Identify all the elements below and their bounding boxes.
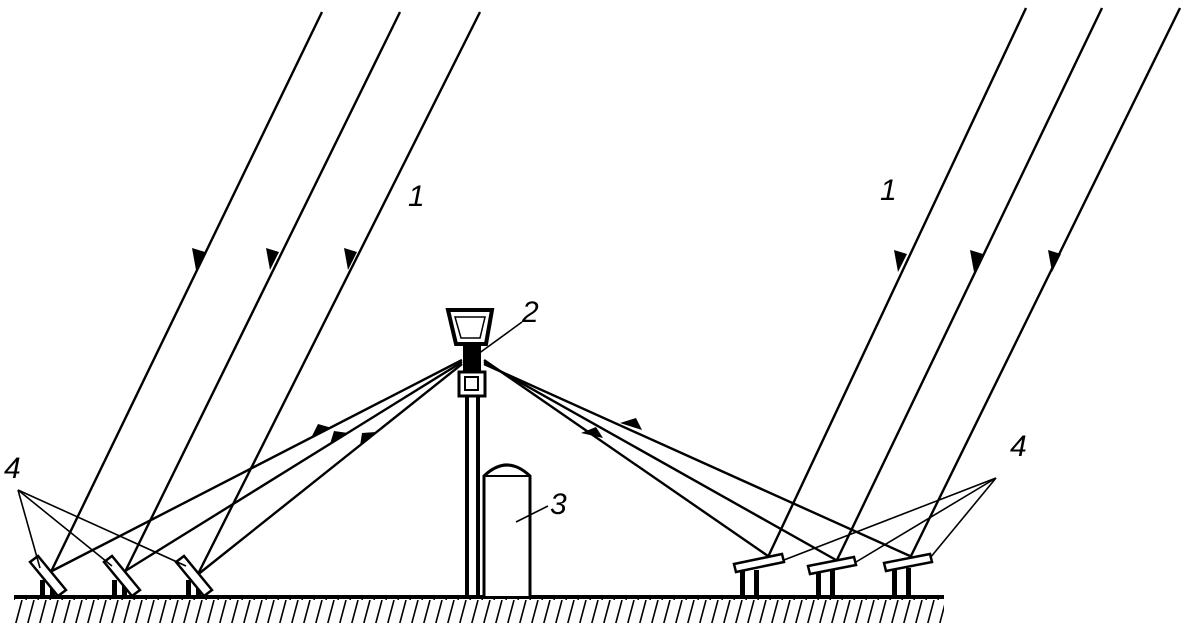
leader-line-heliostat xyxy=(855,477,997,563)
reflected-ray xyxy=(483,359,769,557)
heliostat-post xyxy=(816,570,821,596)
heliostat xyxy=(806,555,858,596)
reflected-ray xyxy=(483,360,837,562)
ray-arrowhead xyxy=(1048,250,1061,272)
heliostat-post xyxy=(112,580,117,596)
reflected-arrowhead xyxy=(360,432,376,446)
tower xyxy=(445,308,495,596)
heliostat xyxy=(174,554,214,598)
reflected-ray xyxy=(195,363,463,577)
incoming-rays-left xyxy=(46,11,482,579)
ground xyxy=(14,595,944,623)
leader-lines xyxy=(17,321,997,569)
heliostat-post xyxy=(740,570,745,596)
heliostat-post xyxy=(906,568,911,596)
receiver-core xyxy=(463,344,481,372)
label-receiver: 2 xyxy=(521,296,539,329)
heliostat xyxy=(882,552,934,596)
incoming-ray xyxy=(766,7,1028,558)
heliostat xyxy=(102,554,142,598)
heliostats-right xyxy=(732,552,934,596)
label-heliostats-right: 4 xyxy=(1010,430,1027,463)
heliostat-mirror xyxy=(882,552,934,573)
leader-line-receiver xyxy=(477,321,523,355)
incoming-ray xyxy=(120,11,402,579)
reflected-rays-right xyxy=(483,359,911,562)
ray-arrowhead xyxy=(894,250,907,272)
heliostat-mirror xyxy=(174,554,214,598)
incoming-ray xyxy=(194,11,482,579)
label-solar-rays-left: 1 xyxy=(408,180,425,213)
heliostat-mirror xyxy=(806,555,858,576)
heliostat-post xyxy=(754,570,759,596)
leader-line-heliostat xyxy=(17,489,41,569)
heliostat-mirror xyxy=(28,554,68,598)
label-solar-rays-right: 1 xyxy=(880,174,897,207)
heliostat-post xyxy=(186,580,191,596)
heliostat xyxy=(732,552,786,596)
reflected-ray xyxy=(121,360,463,575)
label-storage-tank: 3 xyxy=(550,488,567,521)
reflected-arrowhead xyxy=(581,427,603,438)
incoming-ray xyxy=(46,11,324,579)
leader-line-tank xyxy=(515,505,549,523)
heliostats-left xyxy=(28,554,214,598)
reflected-arrowhead xyxy=(330,431,348,444)
reflected-ray xyxy=(483,362,911,558)
heliostat-post xyxy=(40,580,45,596)
leader-line-heliostat xyxy=(783,477,997,561)
leader-line-heliostat xyxy=(17,489,187,567)
ray-arrowhead xyxy=(970,250,983,272)
heliostat-post xyxy=(830,570,835,596)
reflected-arrowhead xyxy=(620,418,642,430)
ray-arrowhead xyxy=(266,248,279,270)
heliostat-mirror xyxy=(732,552,786,574)
ray-arrowhead xyxy=(192,248,205,270)
incoming-ray xyxy=(834,7,1104,563)
incoming-rays-right xyxy=(766,7,1182,563)
tank-body xyxy=(482,463,532,596)
heliostat-mirror xyxy=(102,554,142,598)
reflected-rays-left xyxy=(47,358,463,577)
ray-arrowhead xyxy=(344,248,357,270)
ground-hatching xyxy=(14,597,944,623)
receiver-cup-inner xyxy=(454,316,486,339)
leader-line-heliostat xyxy=(929,477,997,559)
tower-housing-window xyxy=(464,376,479,391)
reflected-arrowhead xyxy=(312,424,332,436)
heliostat xyxy=(28,554,68,598)
incoming-ray xyxy=(908,7,1182,559)
leader-line-heliostat xyxy=(17,489,113,567)
label-heliostats-left: 4 xyxy=(4,452,21,485)
heliostat-post xyxy=(892,568,897,596)
storage-tank xyxy=(482,463,532,596)
reflected-ray xyxy=(47,358,463,575)
